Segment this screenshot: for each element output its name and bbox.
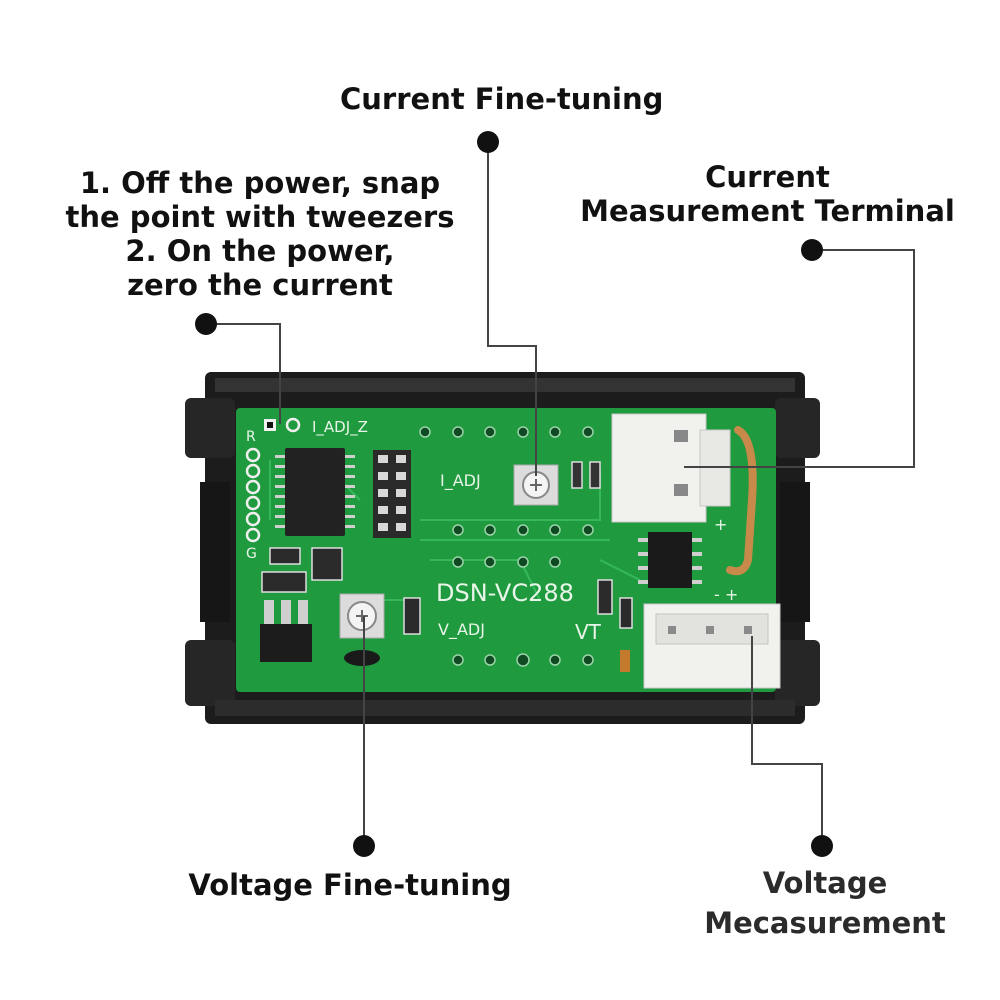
zero-current-jumper: I_ADJ_Z [264,417,368,437]
current-plus-label: + [714,515,727,534]
zero-current-step1: 1. Off the power, snap [79,166,441,200]
current-terminal-callout [684,249,915,468]
left-pin-header: R G [245,429,261,562]
board-model-label: DSN-VC288 [436,579,574,607]
voltage-measurement-label: Voltage Mecasurement [690,866,960,940]
top-pad-row [419,426,594,438]
voltage-terminal-connector [643,603,781,689]
zero-current-callout [206,323,281,424]
voltage-fine-tuning-label: Voltage Fine-tuning [188,868,512,902]
callout-dots [195,131,833,857]
current-terminal-dot [801,239,823,261]
zero-current-instructions: 1. Off the power, snap the point with tw… [60,166,460,302]
zero-current-step1b: the point with tweezers [65,200,455,234]
voltage-measurement-callout [751,636,823,846]
callout-lines [206,142,915,846]
i-adj-z-label: I_ADJ_Z [312,418,368,437]
op-amp-chip [638,532,702,588]
current-terminal-line2: Measurement Terminal [580,194,955,228]
zero-current-dot [195,313,217,335]
current-terminal-line1: Current [705,160,830,194]
voltage-adjust-potentiometer [339,593,385,639]
regulator-and-passives [260,547,633,672]
resistor-array [373,450,411,538]
smd-components-top [571,461,601,489]
middle-pad-grid [452,524,594,667]
current-fine-tuning-dot [477,131,499,153]
voltage-measurement-line2: Mecasurement [704,906,946,940]
vt-label: VT [575,620,602,644]
main-ic-chip [275,448,355,536]
voltage-polarity-label: - + [714,585,738,604]
shunt-wire [726,426,757,576]
pin-label-r: R [246,429,256,445]
i-adj-label: I_ADJ [440,471,481,491]
zero-current-step2b: zero the current [127,268,393,302]
current-fine-tuning-label: Current Fine-tuning [340,82,664,116]
current-terminal-label: Current Measurement Terminal [575,160,960,228]
voltage-fine-tuning-dot [353,835,375,857]
pin-label-g: G [246,546,257,562]
v-adj-label: V_ADJ [438,620,485,640]
zero-current-step2: 2. On the power, [125,234,395,268]
voltage-measurement-dot [811,835,833,857]
current-fine-tuning-callout [487,142,537,476]
voltage-measurement-line1: Voltage [762,866,888,900]
